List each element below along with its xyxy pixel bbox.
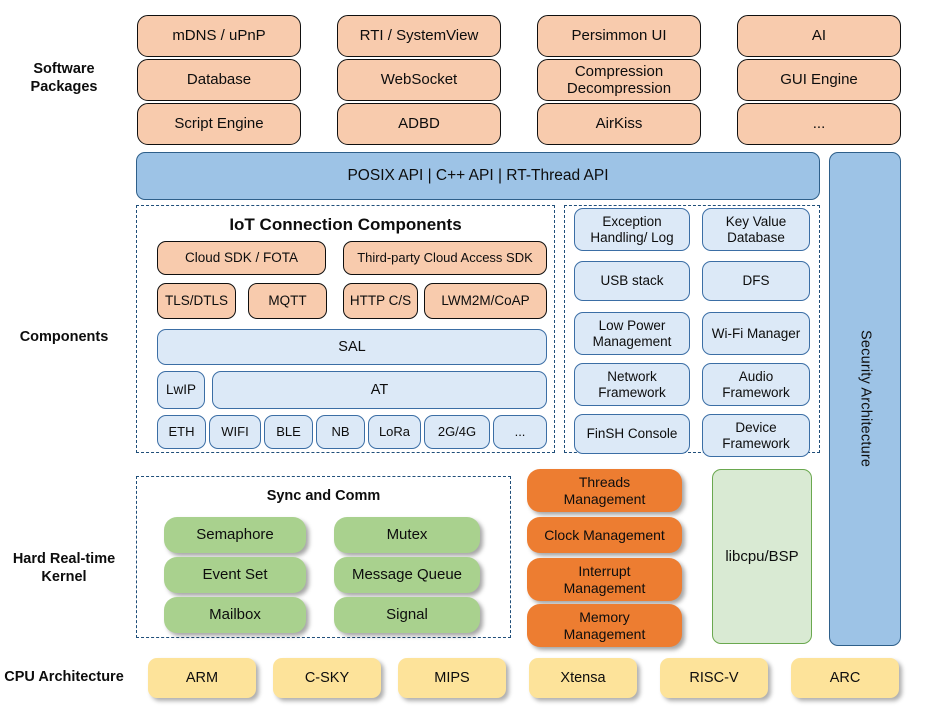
sync-chip[interactable]: Signal: [334, 597, 480, 633]
sync-chip[interactable]: Semaphore: [164, 517, 306, 553]
row-label-kernel: Hard Real-time Kernel: [12, 550, 116, 585]
iot-title: IoT Connection Components: [229, 215, 462, 234]
kernel-management-chip[interactable]: Memory Management: [527, 604, 682, 647]
package-chip[interactable]: Script Engine: [137, 103, 301, 145]
iot-lwip-chip[interactable]: LwIP: [157, 371, 205, 409]
sync-chip[interactable]: Mutex: [334, 517, 480, 553]
component-chip[interactable]: Audio Framework: [702, 363, 810, 406]
component-chip[interactable]: Device Framework: [702, 414, 810, 457]
kernel-management-chip[interactable]: Clock Management: [527, 517, 682, 553]
cpu-arch-chip[interactable]: MIPS: [398, 658, 506, 698]
iot-link-chip[interactable]: WIFI: [209, 415, 261, 449]
package-chip[interactable]: AirKiss: [537, 103, 701, 145]
package-chip[interactable]: GUI Engine: [737, 59, 901, 101]
iot-sal-chip[interactable]: SAL: [157, 329, 547, 365]
security-architecture-bar[interactable]: Security Architecture: [829, 152, 901, 646]
package-chip[interactable]: mDNS / uPnP: [137, 15, 301, 57]
cpu-arch-chip[interactable]: ARC: [791, 658, 899, 698]
component-chip[interactable]: USB stack: [574, 261, 690, 301]
iot-protocol-chip[interactable]: TLS/DTLS: [157, 283, 236, 319]
package-chip[interactable]: ADBD: [337, 103, 501, 145]
iot-protocol-chip[interactable]: MQTT: [248, 283, 327, 319]
iot-link-chip[interactable]: 2G/4G: [424, 415, 490, 449]
package-chip[interactable]: Database: [137, 59, 301, 101]
component-chip[interactable]: DFS: [702, 261, 810, 301]
component-chip[interactable]: Wi-Fi Manager: [702, 312, 810, 355]
component-chip[interactable]: FinSH Console: [574, 414, 690, 454]
cpu-arch-chip[interactable]: Xtensa: [529, 658, 637, 698]
iot-link-chip[interactable]: NB: [316, 415, 365, 449]
cpu-arch-chip[interactable]: RISC-V: [660, 658, 768, 698]
row-label-cpu-architecture: CPU Architecture: [4, 668, 124, 685]
iot-connection-components-box: IoT Connection Components: [136, 205, 555, 453]
components-right-box: [564, 205, 820, 453]
iot-link-chip[interactable]: ETH: [157, 415, 206, 449]
package-chip[interactable]: Persimmon UI: [537, 15, 701, 57]
iot-at-chip[interactable]: AT: [212, 371, 547, 409]
libcpu-bsp-box[interactable]: libcpu/BSP: [712, 469, 812, 644]
sync-chip[interactable]: Mailbox: [164, 597, 306, 633]
sync-and-comm-title: Sync and Comm: [266, 488, 381, 504]
api-bar[interactable]: POSIX API | C++ API | RT-Thread API: [136, 152, 820, 200]
kernel-management-chip[interactable]: Threads Management: [527, 469, 682, 512]
iot-protocol-chip[interactable]: LWM2M/CoAP: [424, 283, 547, 319]
sync-and-comm-box: Sync and Comm: [136, 476, 511, 638]
component-chip[interactable]: Low Power Management: [574, 312, 690, 355]
kernel-management-chip[interactable]: Interrupt Management: [527, 558, 682, 601]
iot-cloud-chip[interactable]: Cloud SDK / FOTA: [157, 241, 326, 275]
component-chip[interactable]: Network Framework: [574, 363, 690, 406]
security-architecture-label: Security Architecture: [857, 330, 874, 468]
iot-protocol-chip[interactable]: HTTP C/S: [343, 283, 418, 319]
sync-chip[interactable]: Message Queue: [334, 557, 480, 593]
row-label-software-packages: Software Packages: [30, 60, 98, 95]
cpu-arch-chip[interactable]: C-SKY: [273, 658, 381, 698]
row-label-components: Components: [19, 328, 109, 345]
iot-link-chip[interactable]: LoRa: [368, 415, 421, 449]
iot-link-chip[interactable]: BLE: [264, 415, 313, 449]
component-chip[interactable]: Exception Handling/ Log: [574, 208, 690, 251]
package-chip[interactable]: ...: [737, 103, 901, 145]
package-chip[interactable]: RTI / SystemView: [337, 15, 501, 57]
package-chip[interactable]: AI: [737, 15, 901, 57]
component-chip[interactable]: Key Value Database: [702, 208, 810, 251]
sync-chip[interactable]: Event Set: [164, 557, 306, 593]
package-chip[interactable]: WebSocket: [337, 59, 501, 101]
iot-cloud-chip[interactable]: Third-party Cloud Access SDK: [343, 241, 547, 275]
iot-link-chip[interactable]: ...: [493, 415, 547, 449]
cpu-arch-chip[interactable]: ARM: [148, 658, 256, 698]
package-chip[interactable]: Compression Decompression: [537, 59, 701, 101]
